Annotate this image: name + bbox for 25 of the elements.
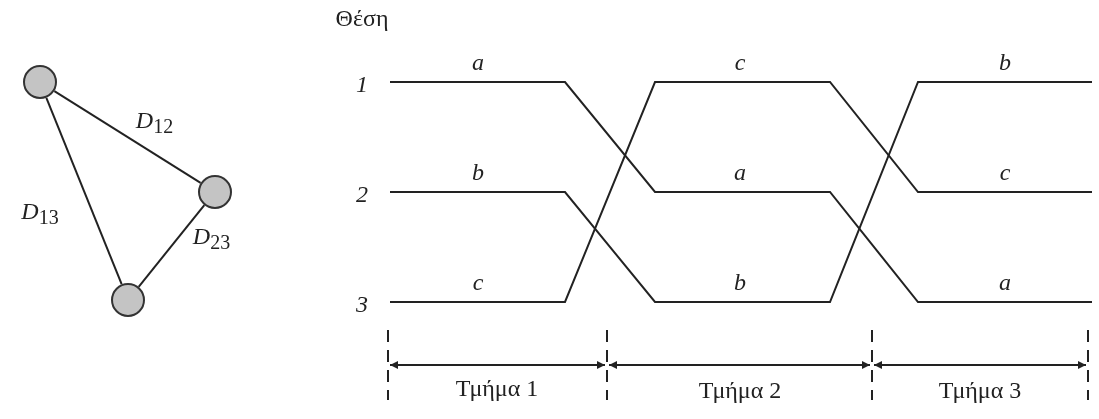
position-number: 3 xyxy=(356,292,368,316)
section-label: Τμήμα 3 xyxy=(938,378,1022,402)
phase-label: c xyxy=(734,50,746,74)
phase-label: c xyxy=(999,160,1011,184)
phase-label: c xyxy=(472,270,484,294)
phase-label: b xyxy=(999,50,1011,74)
edge-label: D$_{23}$ xyxy=(192,223,231,253)
phase-label: a xyxy=(734,160,746,184)
edge-label: D$_{13}$ xyxy=(21,198,59,228)
position-number: 2 xyxy=(356,182,368,206)
connector-line xyxy=(137,204,206,288)
phase-label: a xyxy=(999,270,1011,294)
connector-line xyxy=(53,90,202,184)
conductor-circle xyxy=(198,175,232,209)
phase-label: a xyxy=(472,50,484,74)
conductor-circle xyxy=(111,283,145,317)
conductor-circle xyxy=(23,65,57,99)
phase-label: b xyxy=(734,270,746,294)
position-number: 1 xyxy=(356,72,368,96)
phase-label: b xyxy=(472,160,484,184)
section-label: Τμήμα 1 xyxy=(455,376,539,400)
axis-title: Θέση xyxy=(335,6,389,30)
edge-label: D$_{12}$ xyxy=(135,107,174,137)
connector-line xyxy=(45,96,123,286)
section-label: Τμήμα 2 xyxy=(698,378,782,402)
